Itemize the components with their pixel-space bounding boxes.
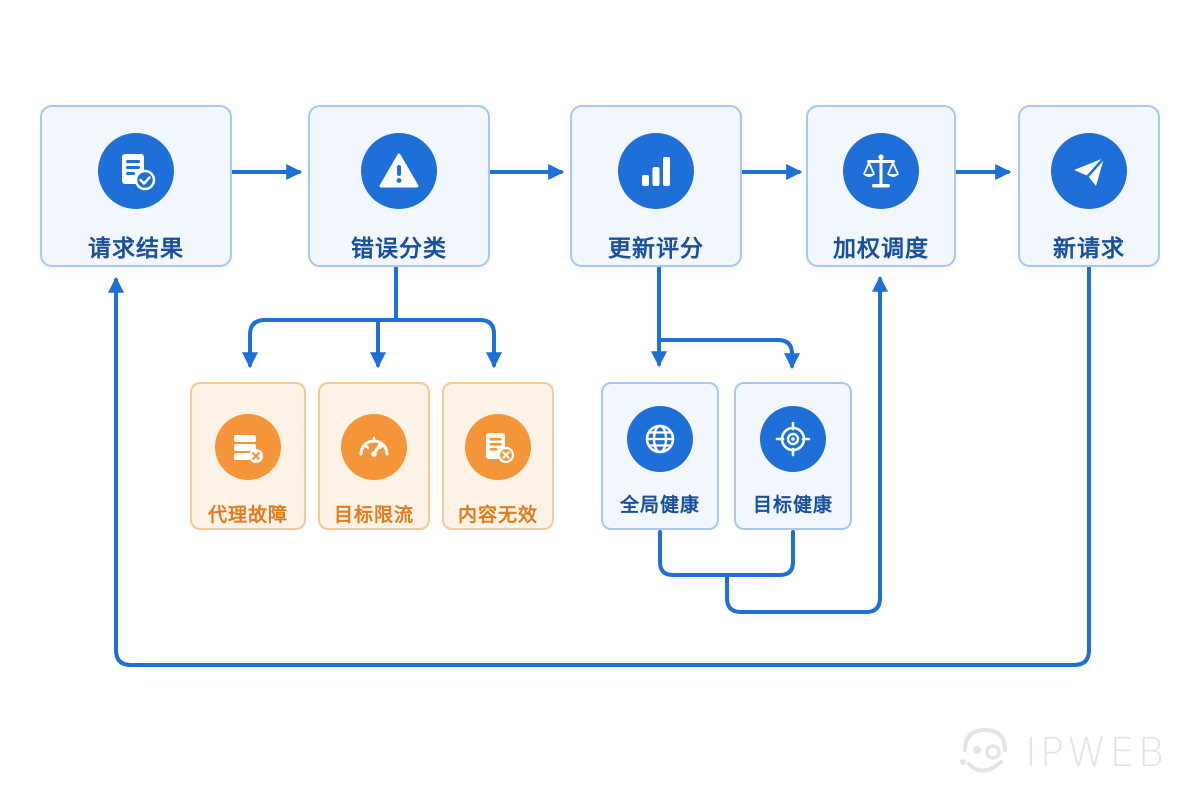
speedometer-icon	[341, 414, 407, 480]
node-weighted-schedule: 加权调度	[806, 105, 956, 267]
branch-to-invalid-content	[394, 318, 502, 369]
node-label: 目标健康	[752, 494, 833, 516]
merge-to-schedule	[725, 275, 888, 614]
node-target-rate-limit: 目标限流	[318, 382, 430, 530]
node-error-classify: 错误分类	[308, 105, 490, 267]
target-icon	[760, 406, 826, 472]
paper-plane-icon	[1051, 133, 1127, 209]
node-label: 新请求	[1053, 236, 1125, 262]
node-label: 请求结果	[88, 236, 184, 262]
node-update-score: 更新评分	[570, 105, 742, 267]
server-error-icon	[215, 414, 281, 480]
node-request-result: 请求结果	[40, 105, 232, 267]
warning-icon	[361, 133, 437, 209]
node-label: 目标限流	[333, 504, 414, 526]
node-label: 更新评分	[608, 236, 704, 262]
node-target-health: 目标健康	[734, 382, 852, 530]
branch-to-target-health	[657, 338, 800, 370]
ipweb-logo-icon	[955, 722, 1017, 784]
node-label: 全局健康	[619, 494, 700, 516]
bar-chart-icon	[618, 133, 694, 209]
watermark: IPWEB	[955, 722, 1167, 784]
node-label: 代理故障	[207, 504, 288, 526]
node-label: 内容无效	[457, 504, 538, 526]
balance-scale-icon	[843, 133, 919, 209]
node-invalid-content: 内容无效	[442, 382, 554, 530]
watermark-text: IPWEB	[1025, 730, 1167, 776]
node-label: 加权调度	[833, 236, 929, 262]
node-new-request: 新请求	[1018, 105, 1160, 267]
node-proxy-failure: 代理故障	[190, 382, 306, 530]
globe-icon	[627, 406, 693, 472]
branch-to-proxy-failure	[242, 318, 398, 369]
document-error-icon	[465, 414, 531, 480]
document-check-icon	[98, 133, 174, 209]
node-global-health: 全局健康	[601, 382, 719, 530]
feedback-loop	[108, 266, 1091, 667]
merge-global-health	[658, 530, 729, 577]
merge-target-health	[725, 530, 795, 577]
node-label: 错误分类	[351, 236, 447, 262]
